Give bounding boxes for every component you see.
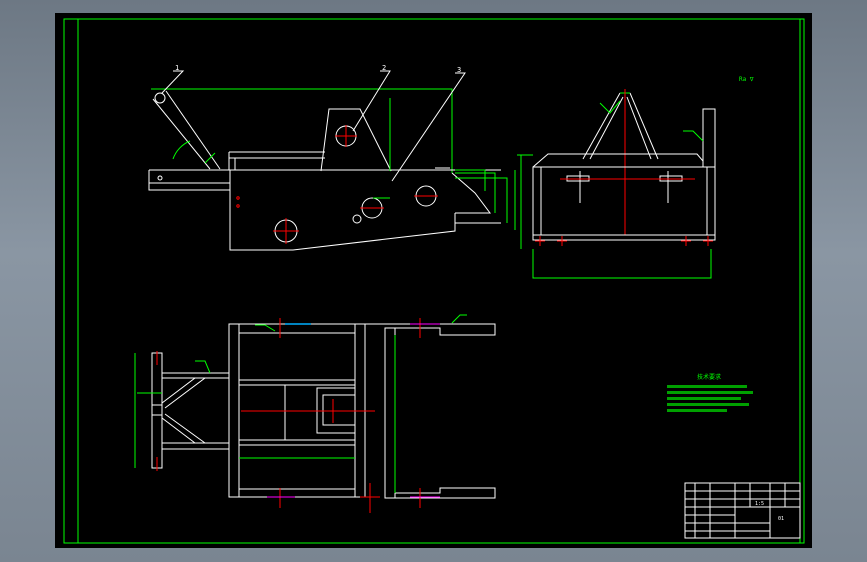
part-label-2: 2 (382, 64, 386, 72)
engineering-drawing: 1 2 3 Ra ∇ (63, 18, 805, 544)
part-label-1: 1 (175, 64, 179, 72)
roughness-mark: Ra ∇ (739, 76, 754, 83)
top-view (134, 314, 496, 513)
front-view (148, 70, 516, 251)
side-view (517, 89, 716, 279)
svg-text:1:5: 1:5 (755, 501, 764, 507)
part-label-3: 3 (457, 66, 461, 74)
cad-viewport[interactable]: 1 2 3 Ra ∇ (55, 13, 812, 548)
svg-text:01: 01 (778, 516, 784, 522)
svg-text:技术要求: 技术要求 (697, 373, 721, 381)
inner-frame (77, 18, 801, 544)
outer-frame (63, 18, 805, 544)
technical-requirements-note: 技术要求 (667, 373, 753, 412)
title-block: 1:5 01 (684, 482, 801, 539)
